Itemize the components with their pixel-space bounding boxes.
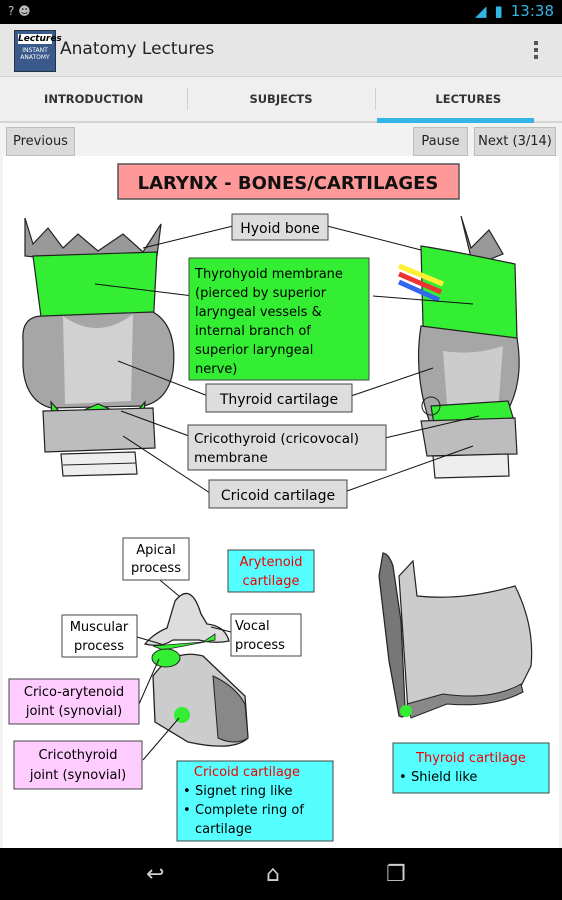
slide-title: LARYNX - BONES/CARTILAGES bbox=[138, 173, 439, 194]
svg-text:•: • bbox=[183, 803, 191, 818]
home-icon[interactable]: ⌂ bbox=[266, 862, 280, 887]
svg-text:Cricoid cartilage: Cricoid cartilage bbox=[221, 488, 335, 504]
notification-icons: ? ☻ bbox=[8, 4, 31, 18]
larynx-diagram: LARYNX - BONES/CARTILAGES bbox=[8, 163, 550, 842]
svg-text:cartilage: cartilage bbox=[195, 822, 252, 837]
tab-introduction[interactable]: INTRODUCTION bbox=[44, 92, 144, 106]
app-title: Anatomy Lectures bbox=[60, 39, 215, 59]
label-cricothyroid-membrane: Cricothyroid (cricovocal) membrane bbox=[187, 424, 387, 471]
svg-text:cartilage: cartilage bbox=[243, 574, 300, 589]
svg-text:Thyroid cartilage: Thyroid cartilage bbox=[219, 392, 338, 408]
svg-text:Cricothyroid (cricovocal): Cricothyroid (cricovocal) bbox=[194, 431, 359, 447]
overflow-menu-icon[interactable] bbox=[534, 38, 540, 62]
label-cricoid-cartilage: Cricoid cartilage bbox=[208, 479, 348, 509]
svg-text:•: • bbox=[183, 784, 191, 799]
clock: 13:38 bbox=[510, 2, 554, 20]
next-button[interactable]: Next (3/14) bbox=[474, 127, 556, 156]
svg-text:Complete ring of: Complete ring of bbox=[195, 803, 304, 818]
svg-text:Signet ring like: Signet ring like bbox=[195, 784, 292, 799]
action-bar: Lectures INSTANT ANATOMY Anatomy Lecture… bbox=[0, 24, 562, 77]
label-hyoid-bone: Hyoid bone bbox=[231, 213, 329, 241]
recent-apps-icon[interactable]: ❐ bbox=[386, 862, 406, 887]
svg-text:joint (synovial): joint (synovial) bbox=[25, 704, 122, 719]
svg-text:Hyoid bone: Hyoid bone bbox=[240, 221, 320, 237]
label-arytenoid-cartilage: Arytenoid cartilage bbox=[227, 549, 315, 593]
svg-text:Cricothyroid: Cricothyroid bbox=[38, 748, 117, 763]
status-bar: ? ☻ ◢ ▮ 13:38 bbox=[0, 0, 562, 24]
svg-text:nerve): nerve) bbox=[195, 362, 237, 377]
svg-text:(pierced by superior: (pierced by superior bbox=[195, 286, 327, 301]
svg-text:Apical: Apical bbox=[136, 543, 175, 558]
svg-text:laryngeal vessels &: laryngeal vessels & bbox=[195, 305, 322, 320]
svg-text:joint (synovial): joint (synovial) bbox=[29, 768, 126, 783]
app-logo[interactable]: Lectures INSTANT ANATOMY bbox=[14, 30, 62, 72]
battery-icon: ▮ bbox=[494, 2, 503, 20]
label-cricoid-cartilage-box: Cricoid cartilage • Signet ring like • C… bbox=[176, 760, 334, 842]
wifi-icon: ◢ bbox=[474, 2, 487, 20]
svg-text:Vocal: Vocal bbox=[235, 619, 270, 634]
svg-text:membrane: membrane bbox=[194, 450, 268, 466]
svg-text:•: • bbox=[399, 770, 407, 785]
larynx-anterior-illustration bbox=[22, 217, 175, 477]
back-icon[interactable]: ↩ bbox=[146, 862, 165, 887]
leader-lines bbox=[94, 225, 480, 494]
tab-lectures[interactable]: LECTURES bbox=[374, 77, 562, 123]
label-apical-process: Apical process bbox=[122, 537, 190, 581]
svg-text:Muscular: Muscular bbox=[70, 620, 129, 635]
svg-text:Crico-arytenoid: Crico-arytenoid bbox=[24, 685, 124, 700]
label-thyroid-cartilage-box: Thyroid cartilage • Shield like bbox=[392, 742, 550, 794]
svg-text:process: process bbox=[235, 638, 285, 653]
previous-button[interactable]: Previous bbox=[6, 127, 75, 156]
tab-subjects[interactable]: SUBJECTS bbox=[187, 77, 374, 121]
larynx-lateral-illustration bbox=[397, 215, 520, 479]
svg-text:process: process bbox=[131, 561, 181, 576]
svg-text:Cricoid cartilage: Cricoid cartilage bbox=[194, 765, 300, 780]
svg-text:Thyroid cartilage: Thyroid cartilage bbox=[415, 751, 526, 766]
svg-text:Arytenoid: Arytenoid bbox=[239, 555, 302, 570]
label-muscular-process: Muscular process bbox=[61, 614, 138, 658]
svg-text:superior laryngeal: superior laryngeal bbox=[195, 343, 313, 358]
svg-text:internal branch of: internal branch of bbox=[195, 324, 311, 339]
pause-button[interactable]: Pause bbox=[413, 127, 468, 156]
app-logo-bottom: INSTANT ANATOMY bbox=[20, 47, 50, 61]
system-nav-bar: ↩ ⌂ ❐ bbox=[0, 848, 562, 900]
lecture-slide: LARYNX - BONES/CARTILAGES bbox=[3, 156, 559, 848]
slide-title-box bbox=[117, 163, 460, 200]
label-vocal-process: Vocal process bbox=[230, 613, 302, 657]
thyroid-lateral-illustration bbox=[378, 552, 533, 719]
app-logo-top: Lectures bbox=[18, 34, 62, 44]
label-thyroid-cartilage: Thyroid cartilage bbox=[205, 383, 353, 413]
label-cricothyroid-joint: Cricothyroid joint (synovial) bbox=[13, 740, 143, 790]
label-crico-arytenoid-joint: Crico-arytenoid joint (synovial) bbox=[8, 678, 140, 725]
svg-text:process: process bbox=[74, 639, 124, 654]
arytenoid-cricoid-illustration bbox=[143, 592, 249, 747]
svg-text:Thyrohyoid membrane: Thyrohyoid membrane bbox=[194, 267, 343, 282]
svg-text:Shield like: Shield like bbox=[411, 770, 477, 785]
label-thyrohyoid-membrane: Thyrohyoid membrane (pierced by superior… bbox=[188, 257, 370, 381]
tab-bar: INTRODUCTION SUBJECTS LECTURES bbox=[0, 77, 562, 123]
